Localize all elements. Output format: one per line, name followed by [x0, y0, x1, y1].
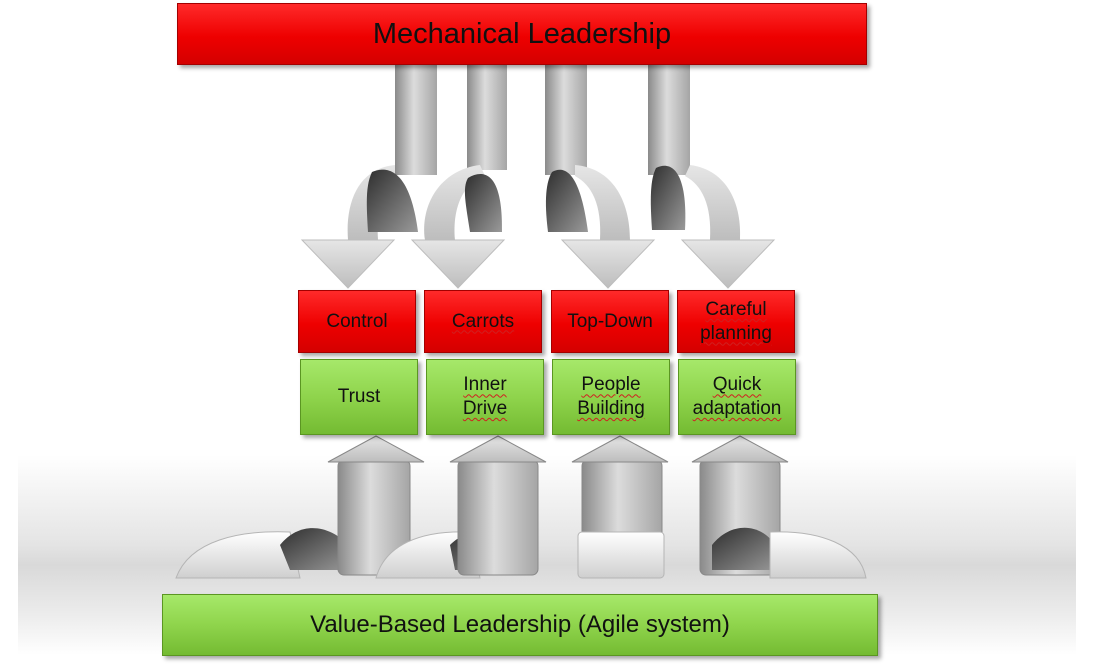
mechanical-item-careful-planning: Careful planning [677, 290, 795, 353]
mechanical-leadership-banner: Mechanical Leadership [177, 3, 867, 65]
mechanical-item-label: Careful planning [700, 298, 772, 344]
mechanical-item-carrots: Carrots [424, 290, 542, 353]
value-based-leadership-title: Value-Based Leadership (Agile system) [310, 611, 730, 638]
value-item-people-building: People Building [552, 359, 670, 435]
value-item-trust: Trust [300, 359, 418, 435]
down-arrow-2 [410, 65, 507, 289]
mechanical-leadership-title: Mechanical Leadership [372, 17, 672, 50]
value-based-leadership-banner: Value-Based Leadership (Agile system) [162, 594, 878, 656]
value-item-quick-adaptation: Quick adaptation [678, 359, 796, 435]
up-arrow-2 [375, 435, 547, 579]
value-item-label: Inner Drive [462, 374, 508, 419]
down-arrow-3 [545, 65, 656, 289]
mechanical-item-top-down: Top-Down [551, 290, 669, 353]
mechanical-item-label: Carrots [451, 310, 515, 332]
value-item-label: People Building [577, 374, 645, 419]
up-arrow-4 [691, 435, 867, 579]
mechanical-item-control: Control [298, 290, 416, 353]
down-arrow-4 [648, 65, 776, 289]
value-item-label: Quick adaptation [692, 374, 782, 419]
mechanical-item-label: Control [326, 310, 388, 332]
value-item-label: Trust [337, 386, 381, 408]
down-arrow-1 [300, 65, 437, 289]
value-item-inner-drive: Inner Drive [426, 359, 544, 435]
up-arrow-1 [175, 435, 425, 579]
up-arrow-3 [571, 435, 669, 579]
mechanical-item-label: Top-Down [567, 310, 653, 332]
